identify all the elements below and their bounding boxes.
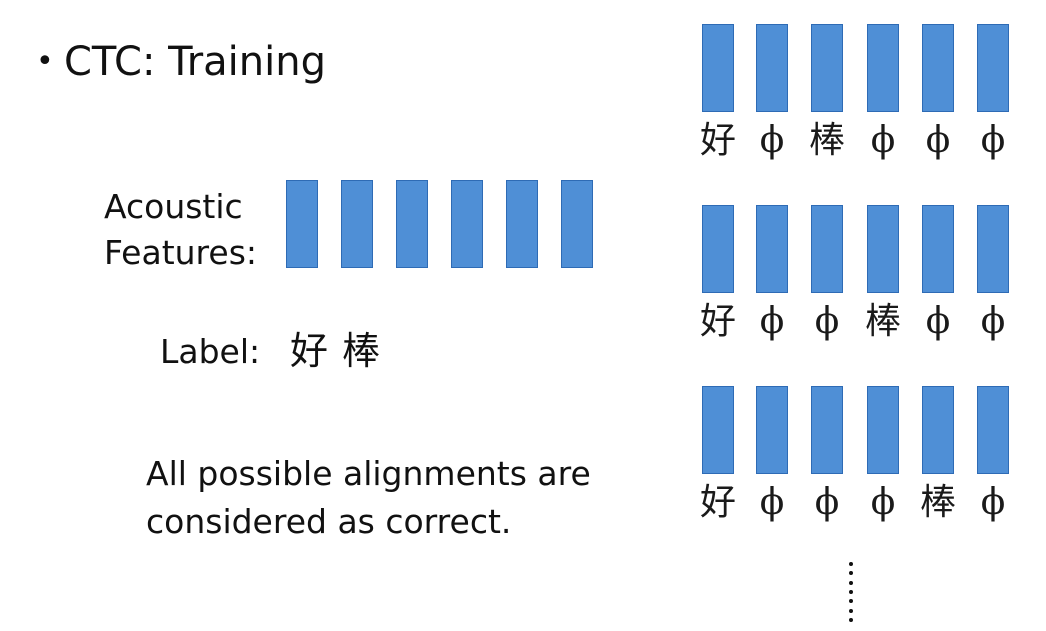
slide-title: • CTC: Training [36, 38, 326, 86]
bullet-point: • [36, 44, 54, 79]
note-line2: considered as correct. [146, 502, 512, 541]
blank-token: ϕ [870, 482, 896, 523]
note-line1: All possible alignments are [146, 454, 591, 493]
blank-token: ϕ [870, 120, 896, 161]
alignment-frame [977, 24, 1009, 112]
character-token: 棒 [919, 482, 956, 523]
alignment-frame [811, 386, 843, 474]
character-token: 好 [699, 120, 736, 161]
acoustic-features-label: Acoustic Features: [104, 184, 257, 276]
acoustic-label-line2: Features: [104, 233, 258, 272]
feature-frame [396, 180, 428, 268]
alignment-frame [702, 386, 734, 474]
blank-token: ϕ [925, 301, 951, 342]
label-caption: Label: [160, 332, 261, 371]
character-token: 好 [699, 301, 736, 342]
alignment-frame [756, 205, 788, 293]
character-token: 好 [699, 482, 736, 523]
feature-frame [561, 180, 593, 268]
alignment-frame [977, 205, 1009, 293]
blank-token: ϕ [814, 482, 840, 523]
feature-frame [286, 180, 318, 268]
blank-token: ϕ [925, 120, 951, 161]
blank-token: ϕ [980, 120, 1006, 161]
blank-token: ϕ [759, 120, 785, 161]
alignment-note: All possible alignments are considered a… [146, 450, 591, 546]
alignment-frame [756, 386, 788, 474]
alignment-frame [756, 24, 788, 112]
feature-frame [451, 180, 483, 268]
label-characters: 好棒 [290, 328, 394, 374]
blank-token: ϕ [980, 482, 1006, 523]
alignment-frame [867, 24, 899, 112]
feature-frame [341, 180, 373, 268]
character-token: 棒 [808, 120, 845, 161]
alignment-frame [922, 205, 954, 293]
label-char: 棒 [342, 329, 381, 373]
blank-token: ϕ [759, 301, 785, 342]
character-token: 棒 [864, 301, 901, 342]
alignment-frame [702, 205, 734, 293]
acoustic-label-line1: Acoustic [104, 187, 243, 226]
alignment-frame [922, 386, 954, 474]
feature-frame [506, 180, 538, 268]
alignment-frame [977, 386, 1009, 474]
blank-token: ϕ [814, 301, 840, 342]
alignment-frame [867, 386, 899, 474]
alignment-frame [702, 24, 734, 112]
alignment-frame [922, 24, 954, 112]
vertical-ellipsis-icon [846, 562, 856, 622]
label-char: 好 [290, 329, 329, 373]
title-text: CTC: Training [64, 39, 326, 85]
blank-token: ϕ [980, 301, 1006, 342]
alignment-frame [811, 24, 843, 112]
alignment-frame [811, 205, 843, 293]
alignment-frame [867, 205, 899, 293]
blank-token: ϕ [759, 482, 785, 523]
